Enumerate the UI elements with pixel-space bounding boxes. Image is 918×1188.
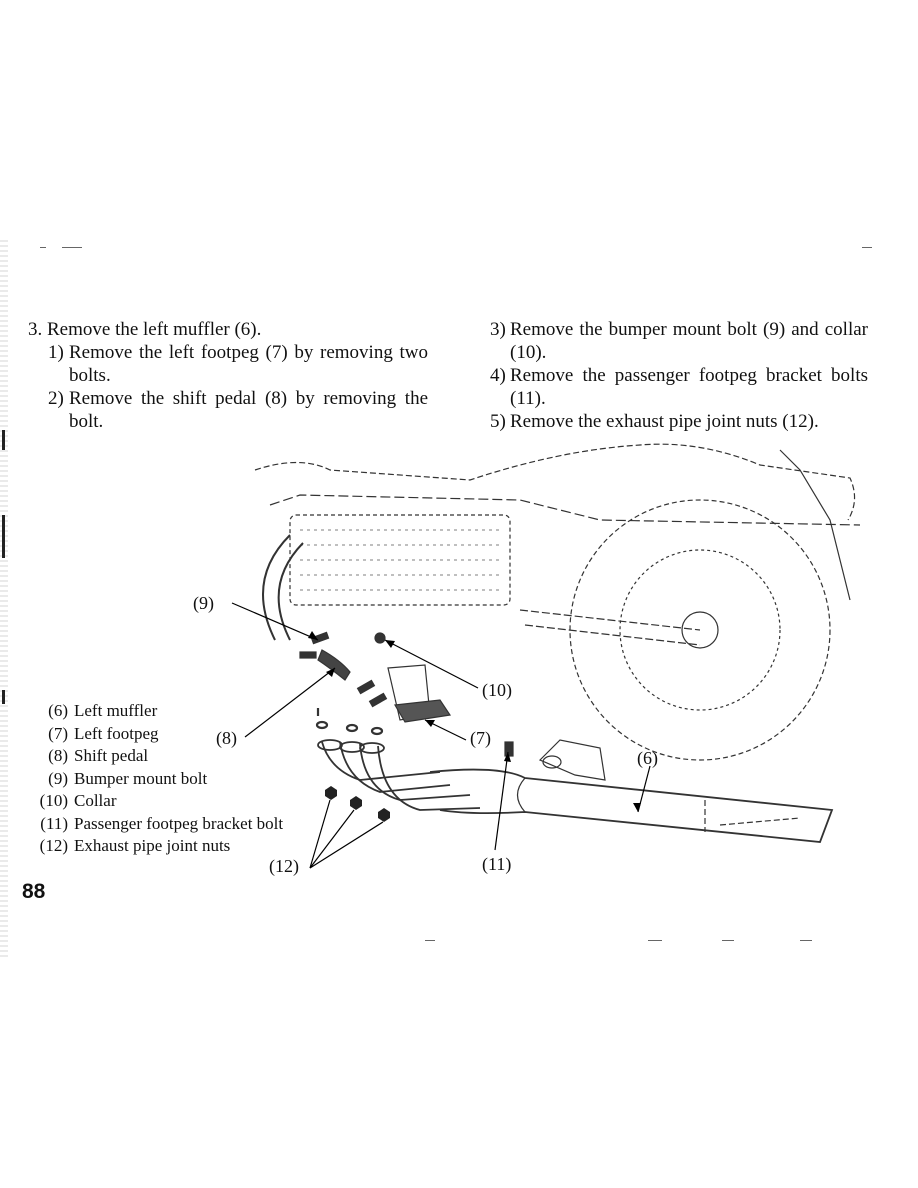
substep-1: 1) Remove the left footpeg (7) by removi… (48, 341, 428, 387)
substep-text: Remove the shift pedal (8) by removing t… (69, 388, 428, 432)
legend-label: Exhaust pipe joint nuts (74, 836, 231, 855)
arrowheads (308, 631, 641, 812)
legend-number: (7) (48, 723, 68, 743)
frame-downtube (277, 542, 304, 641)
exhaust-pipes (317, 739, 481, 811)
legend-number: (8) (48, 746, 68, 765)
legend-row: (7) Left footpeg (22, 723, 283, 746)
dash-mark (862, 247, 872, 248)
dash-mark (722, 940, 734, 941)
bolt-group (299, 631, 514, 757)
substep-number: 2) (48, 388, 64, 409)
legend-number: (9) (48, 768, 68, 788)
callout-6: (6) (637, 748, 658, 768)
legend-label: Left footpeg (74, 723, 159, 743)
legend-row: (10) Collar (22, 790, 283, 813)
callout-12: (12) (269, 856, 299, 876)
dash-mark (62, 247, 82, 248)
joint-nuts (325, 786, 390, 822)
instructions-right: 3) Remove the bumper mount bolt (9) and … (490, 318, 868, 433)
substep-5: 5) Remove the exhaust pipe joint nuts (1… (490, 410, 868, 433)
substep-number: 4) (490, 365, 506, 386)
callout-10: (10) (482, 680, 512, 700)
gasket-group (315, 708, 384, 736)
parts-legend: (6) Left muffler (7) Left footpeg (8) Sh… (22, 700, 283, 858)
callout-7: (7) (470, 728, 491, 748)
legend-label: Collar (74, 791, 117, 810)
scan-mark (2, 430, 5, 450)
substep-number: 5) (490, 411, 506, 432)
legend-row: (11) Passenger footpeg bracket bolt (22, 813, 283, 836)
substep-text: Remove the exhaust pipe joint nuts (12). (510, 411, 819, 432)
scan-edge (0, 240, 8, 960)
scan-mark (2, 540, 5, 558)
legend-row: (8) Shift pedal (22, 745, 283, 768)
shift-pedal (317, 649, 351, 681)
step-3: 3. Remove the left muffler (6). (28, 319, 262, 340)
legend-row: (12) Exhaust pipe joint nuts (22, 835, 283, 858)
legend-label: Shift pedal (74, 746, 149, 765)
scan-mark (2, 515, 5, 540)
substep-3: 3) Remove the bumper mount bolt (9) and … (490, 318, 868, 364)
legend-row: (6) Left muffler (22, 700, 283, 723)
rear-wheel-rim (619, 549, 781, 711)
legend-number: (11) (40, 813, 68, 833)
substep-number: 1) (48, 342, 64, 363)
frame-rail (269, 494, 861, 526)
fender-outline (779, 449, 851, 601)
footpeg (394, 699, 452, 723)
frame-downtube (262, 534, 291, 641)
callout-9: (9) (193, 593, 214, 613)
leader-lines (231, 602, 651, 869)
legend-number: (12) (39, 836, 68, 855)
muffler-tip (704, 800, 801, 832)
rear-wheel (569, 499, 831, 761)
substep-2: 2) Remove the shift pedal (8) by removin… (48, 387, 428, 433)
legend-row: (9) Bumper mount bolt (22, 768, 283, 791)
swingarm (519, 609, 701, 646)
muffler-joint (516, 777, 526, 813)
callout-8: (8) (216, 728, 237, 748)
instructions-left: 3. Remove the left muffler (6). 1) Remov… (28, 318, 428, 433)
rear-hub (681, 611, 719, 649)
substep-text: Remove the left footpeg (7) by removing … (69, 342, 428, 386)
substep-text: Remove the passenger footpeg bracket bol… (510, 365, 868, 409)
muffler (429, 768, 834, 843)
legend-number: (6) (48, 701, 68, 720)
dash-mark (800, 940, 812, 941)
passenger-bracket (538, 739, 606, 781)
legend-number: (10) (39, 791, 68, 810)
motorcycle-exhaust-diagram (231, 443, 861, 869)
callout-11: (11) (482, 854, 512, 874)
page-number: 88 (22, 880, 46, 903)
substep-number: 3) (490, 319, 506, 340)
legend-label: Bumper mount bolt (74, 768, 208, 788)
seat-outline (254, 443, 856, 521)
dash-mark (648, 940, 662, 941)
dash-mark (425, 940, 435, 941)
legend-label: Passenger footpeg bracket bolt (74, 813, 284, 833)
substep-text: Remove the bumper mount bolt (9) and col… (510, 319, 868, 363)
legend-label: Left muffler (74, 701, 158, 720)
engine-fins (300, 529, 500, 591)
substep-4: 4) Remove the passenger footpeg bracket … (490, 364, 868, 410)
scan-mark (2, 690, 5, 704)
dash-mark (40, 247, 46, 248)
